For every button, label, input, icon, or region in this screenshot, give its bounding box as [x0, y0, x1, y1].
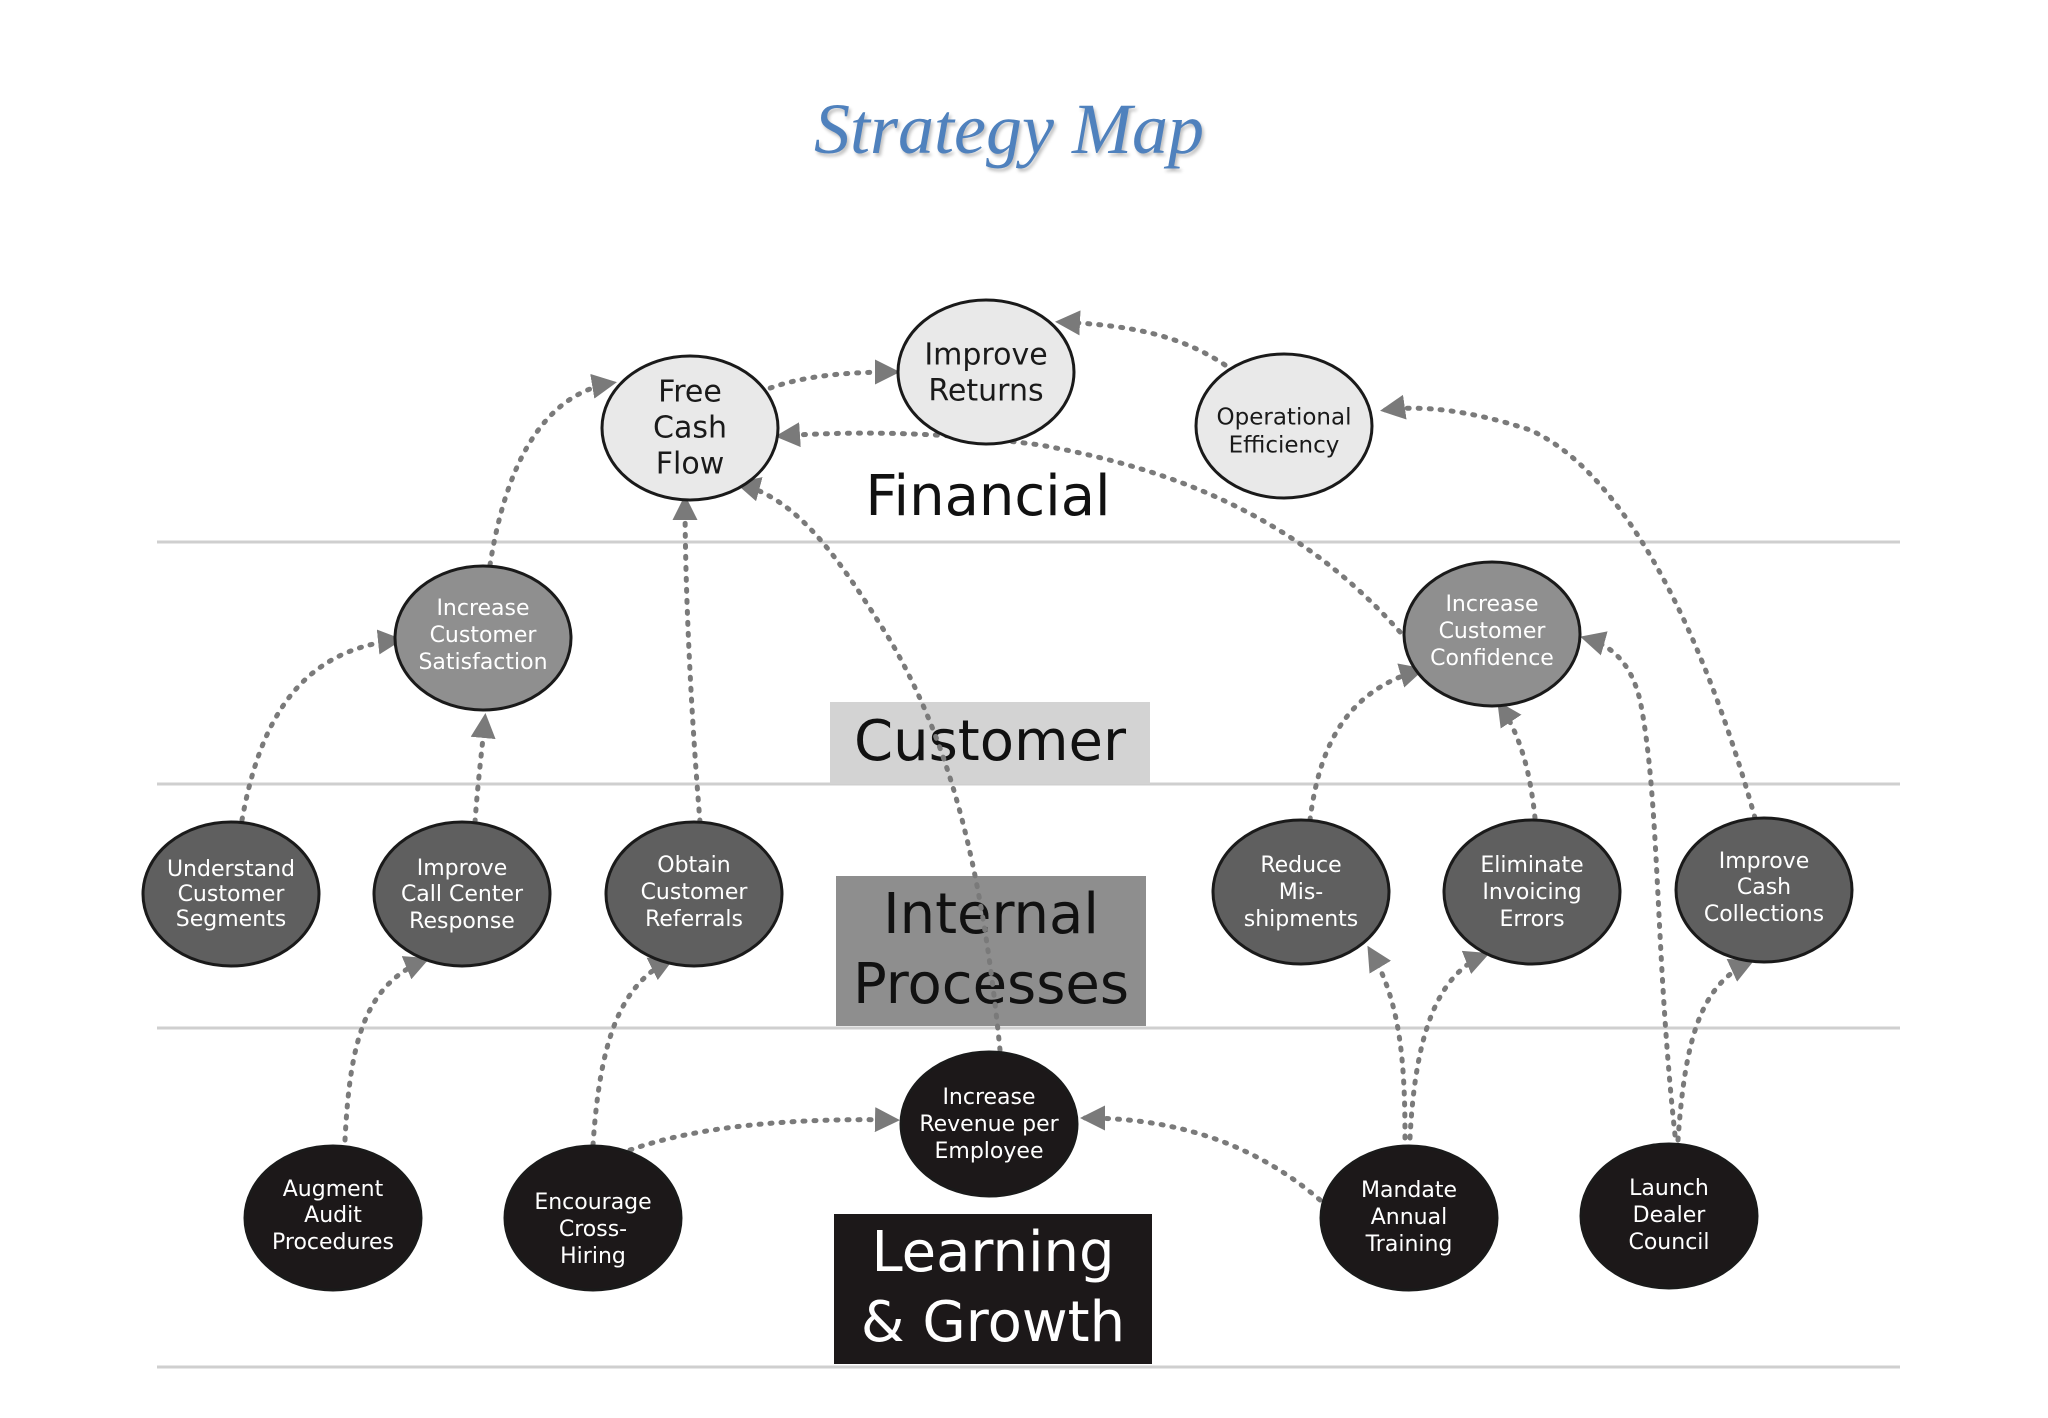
- lane-label-internal-box: [836, 876, 1146, 1026]
- node-increase-revenue-per-employee[interactable]: Increase Revenue per Employee: [899, 1050, 1079, 1198]
- node-satisfaction-line2: Customer: [430, 623, 538, 648]
- node-eliminate-invoicing-errors[interactable]: Eliminate Invoicing Errors: [1442, 818, 1622, 966]
- node-improve-cash-collections[interactable]: Improve Cash Collections: [1674, 816, 1854, 964]
- connector-revenue-to-fcf: [735, 477, 1003, 1053]
- connector-training-to-revenue: [1080, 1105, 1323, 1203]
- connector-referrals-to-fcf: [672, 495, 703, 825]
- connectors: [239, 310, 1758, 1203]
- node-improve-call-center-response[interactable]: Improve Call Center Response: [372, 820, 552, 968]
- node-collections-line2: Cash: [1737, 875, 1791, 900]
- lane-label-learning-line2: & Growth: [861, 1290, 1125, 1355]
- node-confidence-line3: Confidence: [1430, 646, 1554, 671]
- node-understand-customer-segments[interactable]: Understand Customer Segments: [141, 820, 321, 968]
- node-crosshiring-line2: Cross-: [559, 1217, 627, 1242]
- node-segments-line1: Understand: [167, 857, 295, 882]
- node-satisfaction-line1: Increase: [436, 596, 529, 621]
- node-satisfaction-line3: Satisfaction: [418, 650, 547, 675]
- node-training-line1: Mandate: [1361, 1178, 1457, 1203]
- node-free-cash-flow-line3: Flow: [656, 447, 724, 482]
- node-obtain-customer-referrals[interactable]: Obtain Customer Referrals: [604, 820, 784, 968]
- node-crosshiring-line3: Hiring: [560, 1244, 626, 1269]
- node-dealer-line2: Dealer: [1633, 1203, 1707, 1228]
- connector-dealer-to-collections: [1675, 959, 1755, 1143]
- node-crosshiring-line1: Encourage: [534, 1190, 651, 1215]
- node-revenue-line2: Revenue per: [919, 1112, 1059, 1137]
- node-free-cash-flow-line2: Cash: [653, 411, 727, 446]
- node-mandate-annual-training[interactable]: Mandate Annual Training: [1319, 1144, 1499, 1292]
- connector-crosshiring-to-referrals: [590, 957, 675, 1148]
- connector-collections-to-efficiency: [1380, 394, 1758, 821]
- node-audit-line2: Audit: [304, 1203, 362, 1228]
- node-improve-returns-line1: Improve: [924, 338, 1047, 373]
- lane-labels: Financial Customer Internal Processes Le…: [830, 464, 1152, 1364]
- node-training-line3: Training: [1365, 1232, 1453, 1257]
- node-referrals-line2: Customer: [641, 880, 749, 905]
- node-increase-customer-satisfaction[interactable]: Increase Customer Satisfaction: [393, 564, 573, 712]
- node-callcenter-line1: Improve: [417, 856, 507, 881]
- lane-label-customer-box: [830, 702, 1150, 784]
- node-invoicing-line2: Invoicing: [1482, 880, 1581, 905]
- connector-efficiency-to-returns: [1055, 310, 1228, 368]
- node-collections-line1: Improve: [1719, 849, 1809, 874]
- connector-confidence-to-fcf: [775, 422, 1403, 635]
- node-launch-dealer-council[interactable]: Launch Dealer Council: [1579, 1142, 1759, 1290]
- connector-crosshiring-to-revenue: [627, 1107, 900, 1153]
- node-operational-efficiency[interactable]: Operational Efficiency: [1194, 352, 1374, 500]
- node-encourage-cross-hiring[interactable]: Encourage Cross- Hiring: [503, 1144, 683, 1292]
- node-operational-efficiency-line1: Operational: [1217, 405, 1352, 431]
- node-referrals-line3: Referrals: [645, 907, 743, 932]
- connector-segments-to-satisfaction: [239, 629, 403, 823]
- node-operational-efficiency-line2: Efficiency: [1229, 433, 1340, 459]
- node-misshipments-line2: Mis-: [1279, 880, 1324, 905]
- lane-label-learning-line1: Learning: [871, 1220, 1114, 1285]
- node-dealer-line3: Council: [1628, 1230, 1709, 1255]
- node-improve-returns[interactable]: Improve Returns: [896, 298, 1076, 446]
- node-revenue-line3: Employee: [935, 1139, 1044, 1164]
- node-dealer-line1: Launch: [1629, 1176, 1709, 1201]
- connector-dealer-to-confidence: [1580, 631, 1678, 1138]
- connector-fcf-to-returns: [757, 359, 900, 395]
- node-invoicing-line3: Errors: [1499, 907, 1564, 932]
- connector-satisfaction-to-fcf: [487, 373, 617, 568]
- node-misshipments-line3: shipments: [1244, 907, 1358, 932]
- node-augment-audit-procedures[interactable]: Augment Audit Procedures: [243, 1144, 423, 1292]
- connector-audit-to-callcenter: [342, 956, 430, 1143]
- page-title: Strategy Map: [814, 89, 1204, 169]
- lane-label-customer: Customer: [854, 709, 1127, 774]
- node-confidence-line2: Customer: [1439, 619, 1547, 644]
- node-free-cash-flow-line1: Free: [658, 375, 722, 410]
- connector-training-to-invoicing: [1407, 950, 1490, 1141]
- node-audit-line1: Augment: [283, 1177, 384, 1202]
- lane-label-learning-box: [834, 1214, 1152, 1364]
- node-improve-returns-line2: Returns: [928, 374, 1043, 409]
- node-reduce-mis-shipments[interactable]: Reduce Mis- shipments: [1211, 818, 1391, 966]
- node-free-cash-flow[interactable]: Free Cash Flow: [600, 354, 780, 502]
- connector-callcenter-to-satisfaction: [470, 713, 496, 825]
- node-invoicing-line1: Eliminate: [1480, 853, 1583, 878]
- node-training-line2: Annual: [1371, 1205, 1447, 1230]
- node-segments-line3: Segments: [176, 907, 286, 932]
- node-audit-line3: Procedures: [272, 1230, 394, 1255]
- node-callcenter-line2: Call Center: [401, 882, 524, 907]
- connector-invoicing-to-confidence: [1497, 700, 1538, 821]
- connector-misshipments-to-confidence: [1307, 663, 1425, 823]
- lane-label-internal-line1: Internal: [883, 882, 1099, 947]
- node-increase-customer-confidence[interactable]: Increase Customer Confidence: [1402, 560, 1582, 708]
- node-confidence-line1: Increase: [1445, 592, 1538, 617]
- node-segments-line2: Customer: [178, 882, 286, 907]
- node-misshipments-line1: Reduce: [1260, 853, 1341, 878]
- connector-training-to-misshipments: [1367, 945, 1408, 1141]
- lane-label-financial: Financial: [865, 464, 1110, 529]
- node-collections-line3: Collections: [1704, 902, 1824, 927]
- node-revenue-line1: Increase: [942, 1085, 1035, 1110]
- node-callcenter-line3: Response: [409, 909, 515, 934]
- node-referrals-line1: Obtain: [657, 853, 730, 878]
